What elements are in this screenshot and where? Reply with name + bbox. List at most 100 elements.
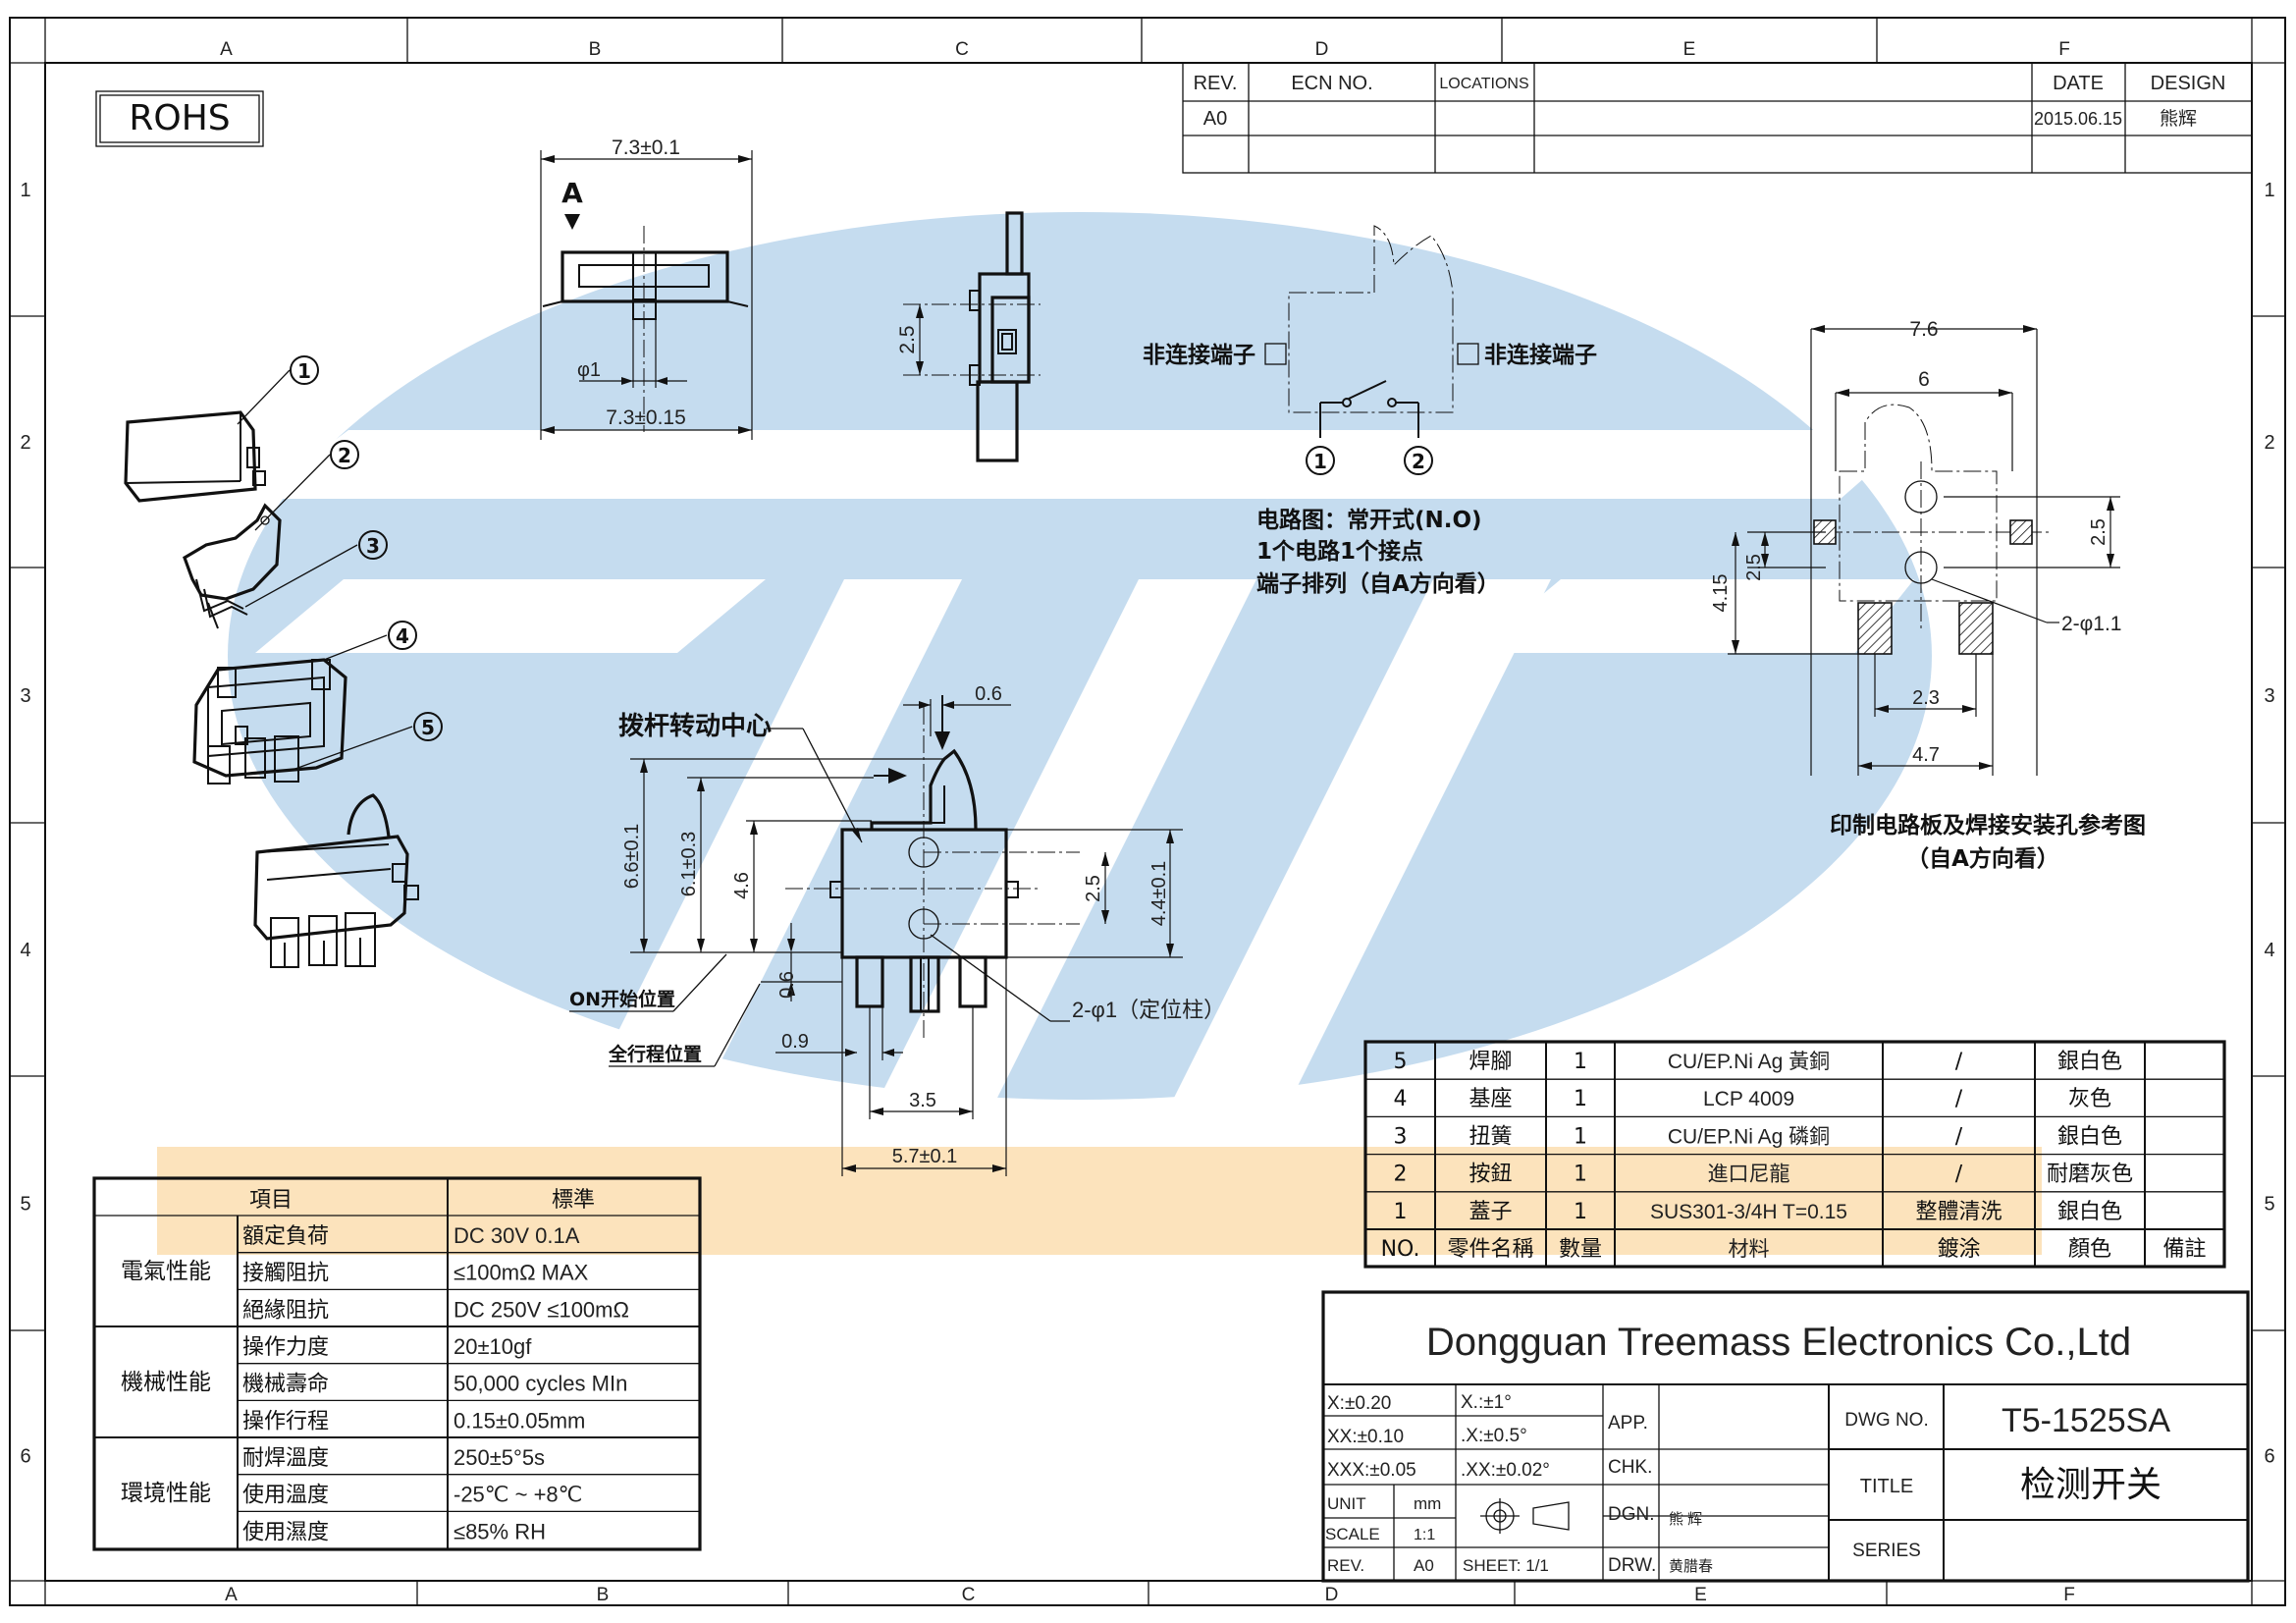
spec-value: ≤100mΩ MAX — [454, 1261, 589, 1285]
bom-cell: 灰色 — [2068, 1087, 2111, 1111]
dim-body-height: 4.4±0.1 — [1148, 861, 1170, 927]
ang-xx: .X:±0.5° — [1461, 1426, 1527, 1446]
balloon-1: 1 — [290, 355, 319, 385]
grid-col-bottom-B: B — [597, 1585, 610, 1605]
grid-row-right-3: 3 — [2264, 685, 2274, 707]
spec-value: 250±5°5s — [454, 1445, 545, 1470]
grid-row-right-4: 4 — [2264, 940, 2274, 961]
dim-side-pitch: 2.5 — [896, 325, 919, 353]
grid-col-bottom-F: F — [2063, 1585, 2075, 1605]
spec-group-name: 環境性能 — [121, 1481, 211, 1506]
dgn-label: DGN. — [1608, 1504, 1655, 1525]
watermark-ellipse — [228, 212, 1932, 1100]
spec-value: 20±10gf — [454, 1334, 532, 1359]
locations-header: LOCATIONS — [1439, 76, 1528, 92]
part-spring — [195, 578, 248, 629]
exploded-view: 1 2 3 4 5 — [124, 355, 443, 968]
dgn-name: 熊 辉 — [1669, 1511, 1702, 1528]
scale-label: SCALE — [1325, 1525, 1380, 1543]
dim-pin-span: 3.5 — [909, 1090, 936, 1111]
sheet-frame — [9, 17, 2286, 1606]
grid-row-left-4: 4 — [20, 940, 30, 961]
part-assembled — [253, 793, 419, 968]
bom-cell: / — [1955, 1050, 1963, 1074]
pivot-label: 拨杆转动中心 — [618, 712, 772, 741]
rev-header: REV. — [1194, 73, 1238, 94]
grid-row-right-1: 1 — [2264, 180, 2274, 201]
bom-header: 材料 — [1729, 1238, 1770, 1261]
rev-label: REV. — [1327, 1556, 1364, 1575]
pcb-title-line-2: （自A方向看） — [1906, 845, 2059, 872]
dim-pcb-w1: 7.6 — [1909, 318, 1938, 341]
date-value: 2015.06.15 — [2034, 109, 2122, 129]
bom-cell: 1 — [1574, 1200, 1587, 1224]
svg-text:1: 1 — [1313, 450, 1327, 473]
bom-header: 零件名稱 — [1447, 1237, 1533, 1262]
part-cover — [124, 410, 266, 503]
bom-cell: 銀白色 — [2057, 1124, 2122, 1149]
drw-label: DRW. — [1608, 1555, 1656, 1576]
drw-name: 黄腊春 — [1669, 1558, 1713, 1575]
grid-row-right-6: 6 — [2264, 1446, 2274, 1468]
on-start-label: ON开始位置 — [569, 988, 675, 1010]
grid-row-left-1: 1 — [20, 180, 30, 201]
bom-cell: 耐磨灰色 — [2047, 1163, 2133, 1187]
bom-cell: 整體清洗 — [1915, 1200, 2002, 1224]
bom-cell: / — [1955, 1124, 1963, 1149]
grid-col-bottom-E: E — [1694, 1585, 1707, 1605]
dim-pcb-h1: 4.15 — [1710, 574, 1732, 613]
spec-value: 50,000 cycles MIn — [454, 1372, 627, 1396]
bom-cell: SUS301-3/4H T=0.15 — [1650, 1201, 1847, 1223]
bom-cell: 扭簧 — [1468, 1124, 1512, 1149]
front-view: 7.3±0.1 A φ1 7.3±0.15 — [540, 136, 753, 440]
dwg-no-value: T5-1525SA — [2002, 1402, 2170, 1439]
ang-xxx: .XX:±0.02° — [1461, 1460, 1550, 1481]
grid-row-left-2: 2 — [20, 432, 30, 454]
grid-row-left-6: 6 — [20, 1446, 30, 1468]
design-value: 熊辉 — [2160, 108, 2197, 130]
ang-x: X.:±1° — [1461, 1392, 1512, 1413]
dim-right-pitch: 2.5 — [1083, 875, 1104, 902]
spec-value: ≤85% RH — [454, 1519, 546, 1543]
nc-left-terminal-icon — [1264, 343, 1287, 365]
unit-value: mm — [1414, 1494, 1441, 1513]
dim-h3: 4.6 — [731, 872, 753, 899]
dim-pcb-pitch: 2.5 — [2088, 518, 2109, 546]
watermark-slash-2 — [864, 579, 1256, 1129]
spec-item: 耐焊溫度 — [242, 1446, 329, 1471]
full-travel-label: 全行程位置 — [608, 1043, 702, 1065]
grid-row-right-5: 5 — [2264, 1194, 2274, 1216]
watermark-logo — [157, 212, 2042, 1255]
bom-cell: 1 — [1394, 1200, 1408, 1224]
dim-top-width: 7.3±0.1 — [612, 136, 680, 159]
bom-cell: 1 — [1574, 1050, 1587, 1074]
grid-col-top-A: A — [220, 39, 233, 60]
spec-item: 使用溫度 — [242, 1484, 329, 1508]
circuit-line-2: 1个电路1个接点 — [1256, 538, 1423, 565]
balloons: 1 2 3 4 5 — [237, 355, 443, 771]
watermark-orange-band — [157, 1147, 2042, 1255]
balloon-2: 2 — [330, 440, 359, 469]
pin-1-label: 1 — [1306, 446, 1335, 475]
nc-left-label: 非连接端子 — [1143, 342, 1255, 368]
dim-phi: φ1 — [577, 359, 601, 381]
grid-row-left-3: 3 — [20, 685, 30, 707]
bom-cell: 蓋子 — [1468, 1200, 1512, 1224]
spec-item: 使用濕度 — [242, 1520, 329, 1544]
bom-cell: 4 — [1394, 1087, 1408, 1111]
spec-group-name: 電氣性能 — [121, 1259, 211, 1284]
bom-cell: 5 — [1394, 1050, 1408, 1074]
grid-col-top-E: E — [1683, 39, 1696, 60]
rev-value: A0 — [1414, 1556, 1434, 1575]
spec-header-standard: 標準 — [552, 1188, 595, 1213]
title-label: TITLE — [1860, 1476, 1913, 1497]
bom-cell: 焊腳 — [1468, 1050, 1512, 1074]
watermark-slash-1 — [569, 579, 962, 1129]
svg-text:4: 4 — [396, 624, 409, 648]
dim-pcb-w2: 6 — [1918, 368, 1930, 391]
spec-item: 操作行程 — [242, 1409, 329, 1434]
svg-text:2: 2 — [1412, 450, 1425, 473]
projection-symbol-icon — [1480, 1498, 1570, 1534]
svg-text:1: 1 — [297, 359, 311, 383]
